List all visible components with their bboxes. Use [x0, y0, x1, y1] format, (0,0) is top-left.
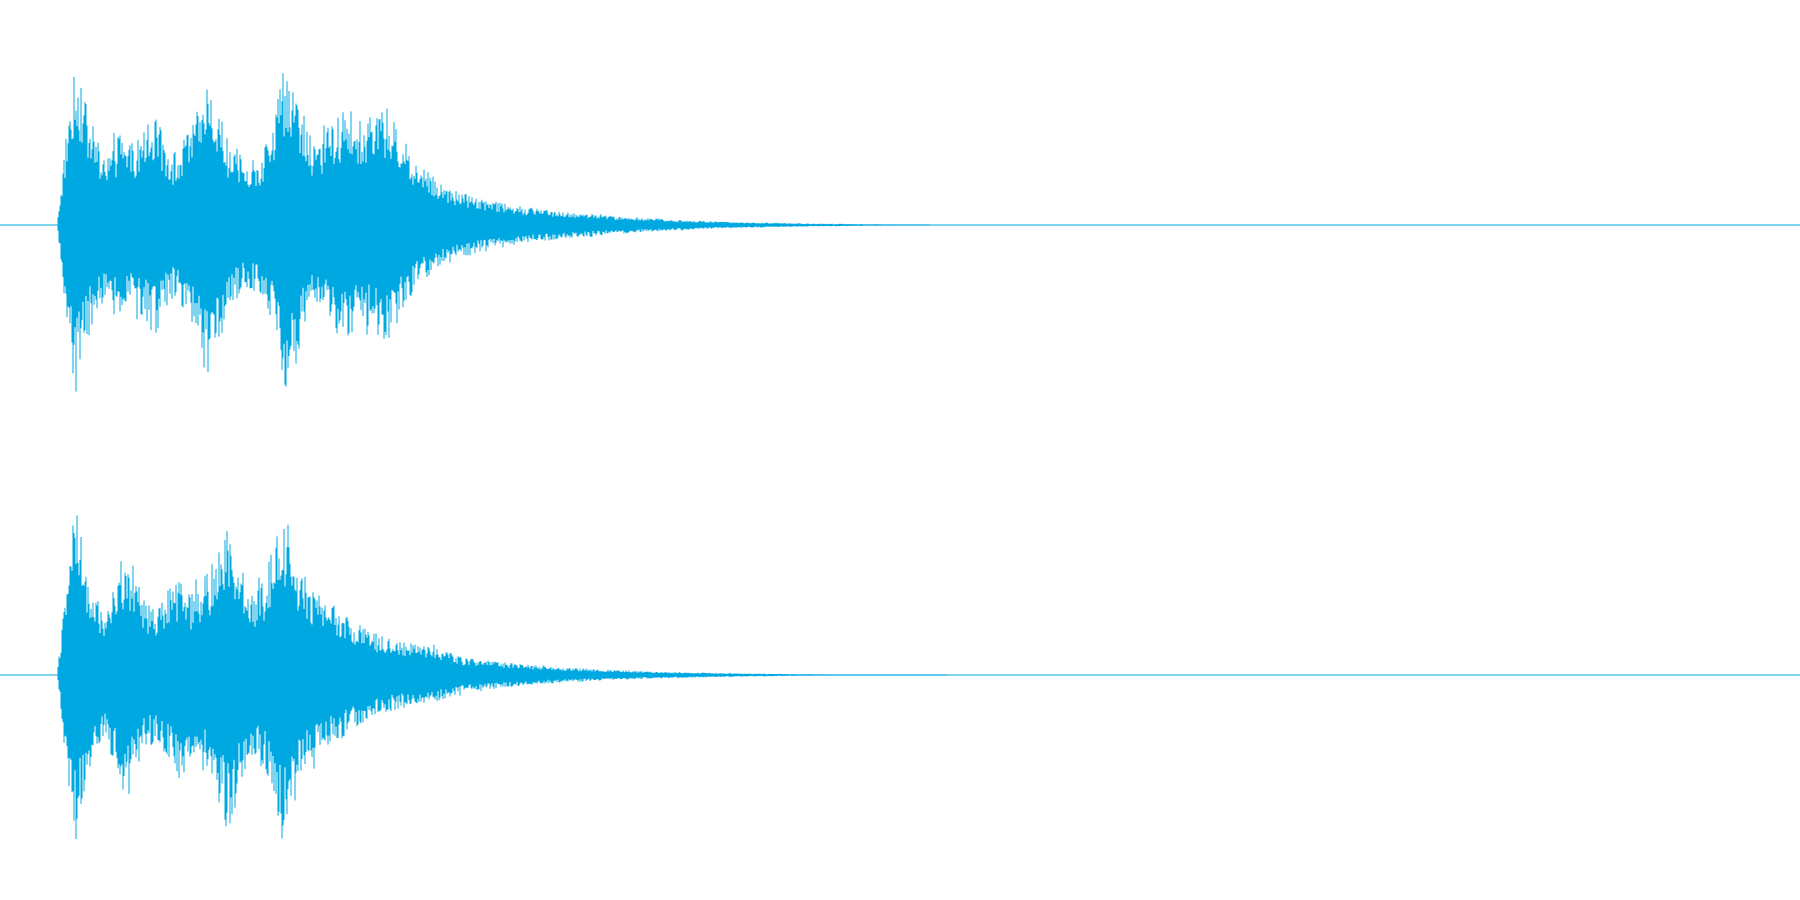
waveform-channel-2[interactable]: [0, 515, 1800, 840]
channel-2-waveform: [57, 515, 947, 840]
channel-1-waveform: [57, 73, 930, 392]
waveform-channel-1[interactable]: [0, 73, 1800, 392]
